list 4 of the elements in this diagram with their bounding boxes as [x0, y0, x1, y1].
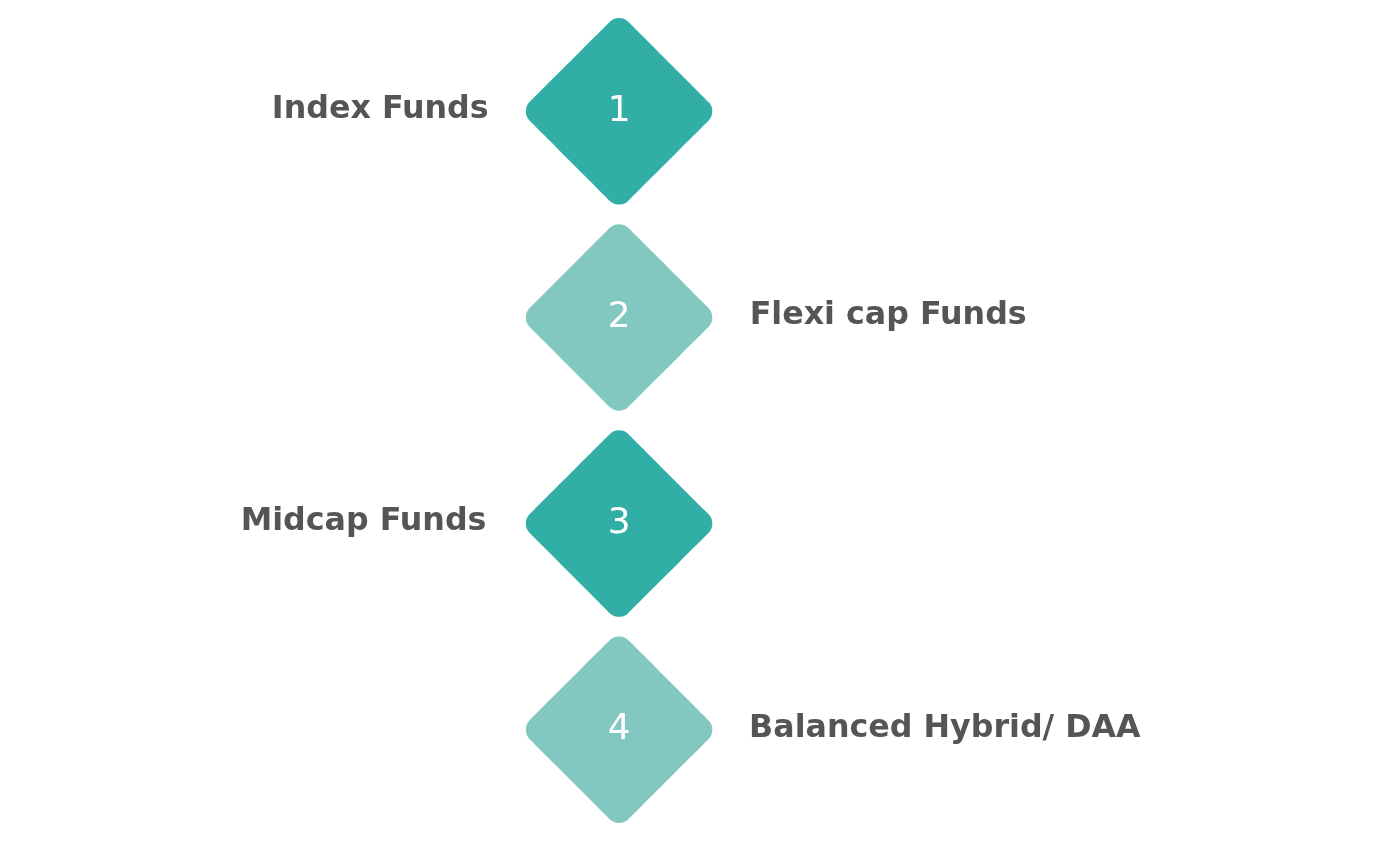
- node-label: Index Funds: [271, 89, 489, 126]
- node-label: Balanced Hybrid/ DAA: [749, 707, 1141, 744]
- node-label: Midcap Funds: [240, 501, 487, 538]
- node-label: Flexi cap Funds: [749, 295, 1027, 332]
